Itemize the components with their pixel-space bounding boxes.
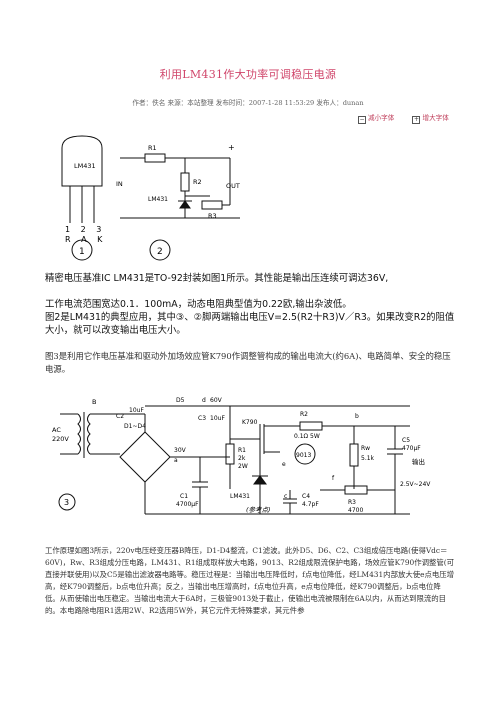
article-title: 利用LM431作大功率可调稳压电源 [159,68,337,81]
figure-3-number: 3 [64,498,69,507]
increase-font-button[interactable]: +增大字体 [412,114,456,124]
figure-1-number: 1 [79,247,85,257]
c2-value: 10uF [129,407,144,414]
c5-label: C5 [402,437,410,444]
ac-label: AC [52,426,61,434]
r3-label: R3 [208,212,217,220]
t9013-label: 9013 [296,452,311,459]
bridge-rectifier [119,431,171,483]
d5-label: D5 [176,397,185,404]
lm431-label: LM431 [148,196,168,203]
plus-icon: + [412,116,421,124]
r2-label: R2 [300,411,308,418]
paragraph-2: 工作电流范围宽达0.1．100mA，动态电阻典型值为0.22欧,输出杂波低。 [45,299,352,310]
rw-label: Rw [361,445,370,452]
figure-2-marker [149,239,171,261]
c2-label: C2 [116,413,124,420]
transformer-label: B [92,398,96,406]
node-e-label: e [282,461,286,468]
plus-sign: + [228,143,235,152]
r1-label: R1 [148,144,157,152]
r3-resistor [201,200,223,210]
node-c-label: c [284,493,287,500]
rw-potentiometer [349,443,359,467]
r2-resistor [299,421,323,431]
paragraph-4: 图3是利用它作电压基准和驱动外加场效应管K790作调整管构成的输出电流大(约6A… [45,351,451,374]
c3-value: 10uF [210,415,225,422]
r1-resistor [144,153,166,163]
decrease-font-label: 减小字体 [368,114,395,122]
pin-numbers: 1 2 3 [65,225,105,234]
d1-d4-label: D1~D4 [124,423,146,430]
in-label: IN [116,180,123,188]
c1-value: 4700μF [176,501,199,508]
to92-package-body [61,135,103,187]
r1-resistor [225,443,235,465]
r1-value: 2k [238,455,246,462]
rw-value: 5.1k [361,455,375,462]
output-label: 输出 [412,457,425,466]
r3-value: 4700 [348,507,363,514]
v60-label: 60V [210,397,223,404]
r3-resistor [344,485,368,495]
output-range: 2.5V~24V [400,481,431,488]
c4-value: 4.7pF [302,501,319,508]
decrease-font-button[interactable]: −减小字体 [358,114,402,124]
paragraph-1: 精密电压基准IC LM431是TO-92封装如图1所示。其性能是输出压连续可调达… [45,273,389,284]
r1-label: R1 [238,447,246,454]
increase-font-label: 增大字体 [422,114,449,122]
node-b-label: b [355,413,359,420]
out-label: OUT [226,182,240,190]
chip-label: LM431 [74,162,96,170]
node-d-label: d [202,397,206,404]
figure-3-circuit: B AC 220V C2 10uF D1~D4 D5 d 60V C3 10uF… [52,397,431,515]
font-size-controls: −减小字体 +增大字体 [358,112,465,124]
transistor-9013 [294,443,316,465]
c5-value: 470μF [402,445,421,452]
figure-3-marker [58,493,76,511]
figure-1-2: LM431 1 2 3 R A K 1 2 R1 R2 R3 + IN OUT … [61,135,240,261]
minus-icon: − [358,116,366,124]
c3-label: C3 [198,415,206,422]
figure-2-number: 2 [157,247,163,257]
r3-label: R3 [348,499,356,506]
figure-1-marker [71,239,93,261]
node-f-label: f [332,475,335,482]
r2-label: R2 [193,178,202,186]
r1-power: 2W [238,463,248,470]
pin-letters: R A K [65,235,106,244]
article-meta: 作者：佚名 来源：本站整理 发布时间：2007-1-28 11:53:29 发布… [132,99,364,107]
ac-voltage-label: 220V [52,435,69,443]
node-a-label: a [174,457,178,464]
c1-label: C1 [180,493,188,500]
lm431-label: LM431 [230,493,250,500]
k790-label: K790 [242,419,258,426]
r2-resistor [180,172,190,192]
reference-point-label: (参考点) [246,506,271,514]
paragraph-3: 图2是LM431的典型应用，其中③、②脚两端输出电压V=2.5(R2十R3)V／… [45,312,455,336]
r2-value: 0.1Ω 5W [294,433,320,440]
c4-label: C4 [302,493,310,500]
v30-label: 30V [174,447,187,454]
paragraph-5: 工作原理如图3所示，220v电压经变压器B降压，D1-D4整流，C1滤波。此外D… [45,546,455,615]
